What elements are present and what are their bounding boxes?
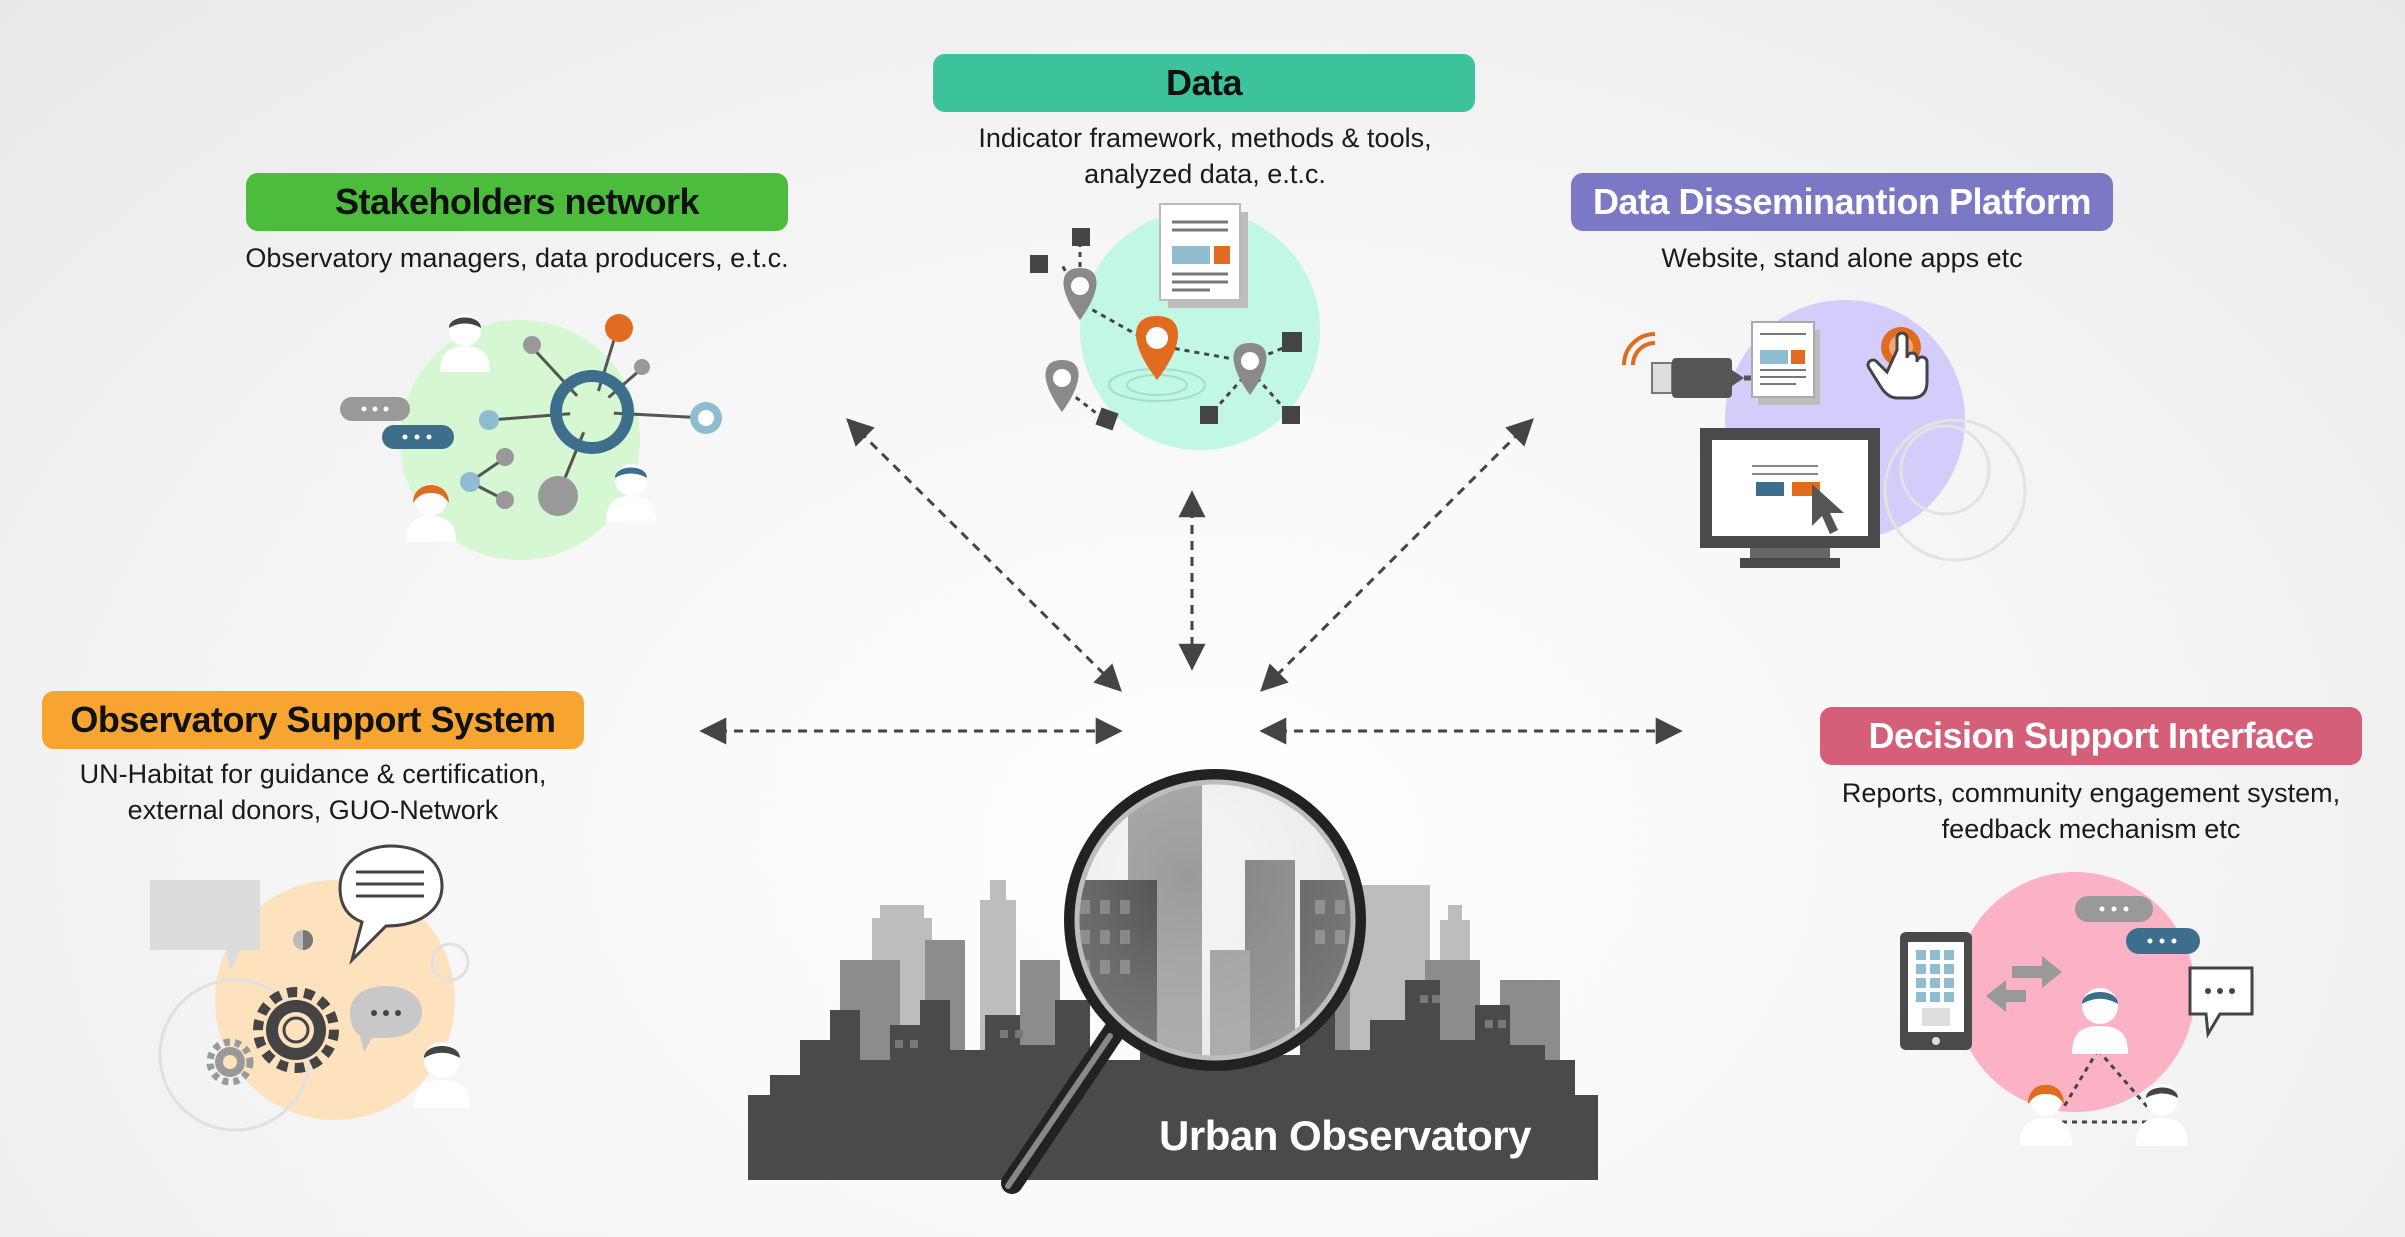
support-title-pill: Observatory Support System [42, 691, 584, 749]
dissemination-description: Website, stand alone apps etc [1522, 240, 2162, 276]
people-network-icon [340, 314, 722, 560]
city-magnifier-icon [748, 769, 1598, 1194]
stakeholders-description: Observatory managers, data producers, e.… [197, 240, 837, 276]
arrow-dissemination [1260, 418, 1534, 692]
support-description-line: UN-Habitat for guidance & certification, [79, 759, 547, 789]
data-description-line: analyzed data, e.t.c. [1084, 159, 1326, 189]
dissemination-title-pill: Data Disseminantion Platform [1571, 173, 2113, 231]
data-description: Indicator framework, methods & tools, an… [880, 120, 1530, 192]
urban-observatory-title: Urban Observatory [1159, 1112, 1531, 1159]
decision-title-pill: Decision Support Interface [1820, 707, 2362, 765]
data-title-pill: Data [933, 54, 1475, 112]
map-pins-document-icon [1030, 203, 1320, 450]
arrow-stakeholders [846, 418, 1122, 692]
dissemination-description-line: Website, stand alone apps etc [1661, 243, 2023, 273]
support-description: UN-Habitat for guidance & certification,… [0, 756, 638, 828]
monitor-touch-icon [1622, 300, 2027, 568]
support-description-line: external donors, GUO-Network [127, 795, 499, 825]
data-description-line: Indicator framework, methods & tools, [978, 123, 1432, 153]
connector-arrows [699, 418, 1683, 745]
stakeholders-description-line: Observatory managers, data producers, e.… [245, 243, 789, 273]
decision-description-line: feedback mechanism etc [1941, 814, 2241, 844]
stakeholders-title-pill: Stakeholders network [246, 173, 788, 231]
tablet-community-icon [1900, 872, 2254, 1146]
decision-description-line: Reports, community engagement system, [1841, 778, 2341, 808]
gears-chat-icon [150, 844, 470, 1132]
decision-description: Reports, community engagement system, fe… [1766, 775, 2405, 847]
